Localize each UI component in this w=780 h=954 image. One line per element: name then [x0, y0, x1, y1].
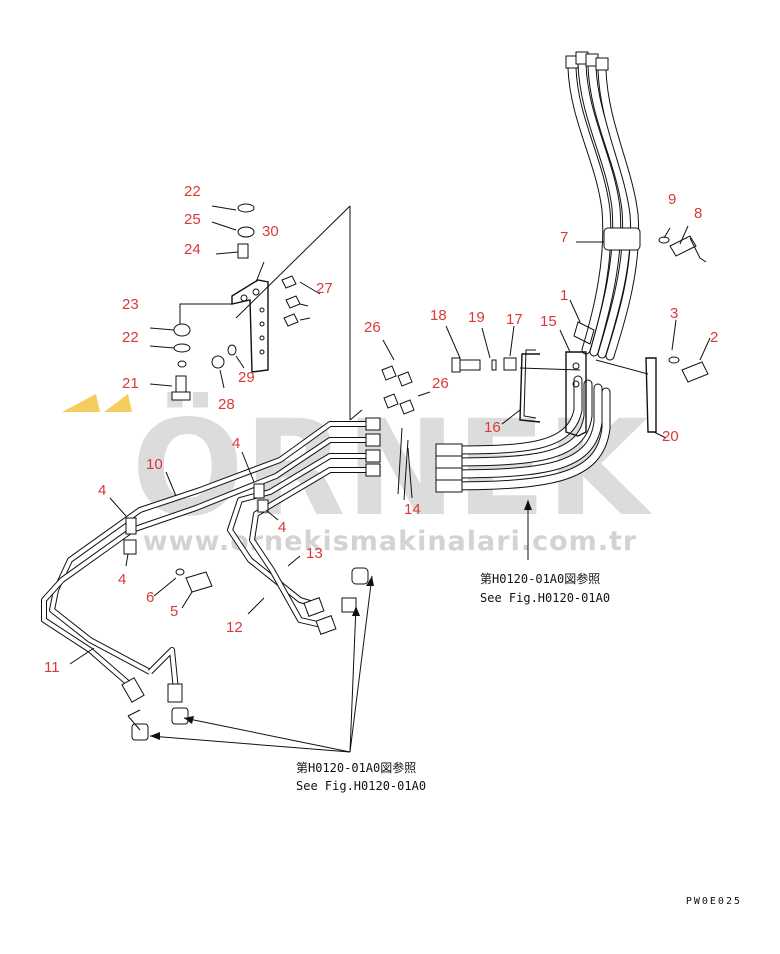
part-number-labels: 1 2 3 4 4 4 4 5 6 7 8 9 10 11 12 13 14 1… — [44, 183, 718, 676]
clips-center — [381, 365, 415, 501]
reference-1-jp: 第H0120-01A0図参照 — [480, 571, 600, 586]
reference-2-en: See Fig.H0120-01A0 — [296, 779, 426, 793]
part-label-4: 4 — [118, 571, 126, 588]
part-label-8: 8 — [694, 205, 702, 222]
part-label-9: 9 — [668, 191, 676, 208]
pipe-end-fittings — [121, 417, 381, 741]
bracket-plate — [231, 279, 269, 373]
hose-end-fittings — [565, 51, 609, 71]
watermark-accent-mark — [62, 394, 132, 412]
part-label-28: 28 — [218, 396, 235, 413]
part-label-17: 17 — [506, 311, 523, 328]
part-label-26: 26 — [364, 319, 381, 336]
part-label-25: 25 — [184, 211, 201, 228]
steel-pipes — [41, 417, 381, 741]
part-label-3: 3 — [670, 305, 678, 322]
hardware-right — [451, 235, 709, 383]
part-label-21: 21 — [122, 375, 139, 392]
part-label-15: 15 — [540, 313, 557, 330]
part-label-19: 19 — [468, 309, 485, 326]
part-label-20: 20 — [662, 428, 679, 445]
part-label-5: 5 — [170, 603, 178, 620]
part-label-29: 29 — [238, 369, 255, 386]
figure-references: 第H0120-01A0図参照 See Fig.H0120-01A0 第H0120… — [296, 571, 610, 793]
part-label-26: 26 — [432, 375, 449, 392]
hardware-left — [171, 203, 301, 401]
part-label-30: 30 — [262, 223, 279, 240]
part-label-13: 13 — [306, 545, 323, 562]
hose-bundle-upper — [565, 51, 641, 361]
part-label-10: 10 — [146, 456, 163, 473]
bracket-group-right — [519, 321, 657, 437]
part-label-22: 22 — [184, 183, 201, 200]
guide-lines — [69, 205, 711, 731]
reference-1-en: See Fig.H0120-01A0 — [480, 591, 610, 605]
part-label-1: 1 — [560, 287, 568, 304]
part-label-4: 4 — [98, 482, 106, 499]
part-label-12: 12 — [226, 619, 243, 636]
hose-bundle-lower — [435, 375, 611, 493]
u-bracket — [519, 353, 541, 423]
part-label-4: 4 — [232, 435, 240, 452]
part-label-6: 6 — [146, 589, 154, 606]
part-label-11: 11 — [44, 659, 60, 676]
reference-2-jp: 第H0120-01A0図参照 — [296, 760, 416, 775]
part-label-18: 18 — [430, 307, 447, 324]
part-label-2: 2 — [710, 329, 718, 346]
plate — [645, 357, 657, 433]
hose-fittings-lower — [435, 443, 463, 493]
drawing-lines — [41, 51, 711, 753]
part-label-14: 14 — [404, 501, 421, 518]
part-label-27: 27 — [316, 280, 333, 297]
part-label-24: 24 — [184, 241, 201, 258]
reference-arrows — [149, 500, 532, 753]
part-label-23: 23 — [122, 296, 139, 313]
band-clamp — [603, 227, 641, 251]
drawing-code: PW0E025 — [686, 896, 742, 907]
part-label-16: 16 — [484, 419, 501, 436]
watermark-url: www.ornekismakinalari.com.tr — [143, 526, 638, 557]
part-label-22: 22 — [122, 329, 139, 346]
part-label-4: 4 — [278, 519, 286, 536]
part-label-7: 7 — [560, 229, 568, 246]
